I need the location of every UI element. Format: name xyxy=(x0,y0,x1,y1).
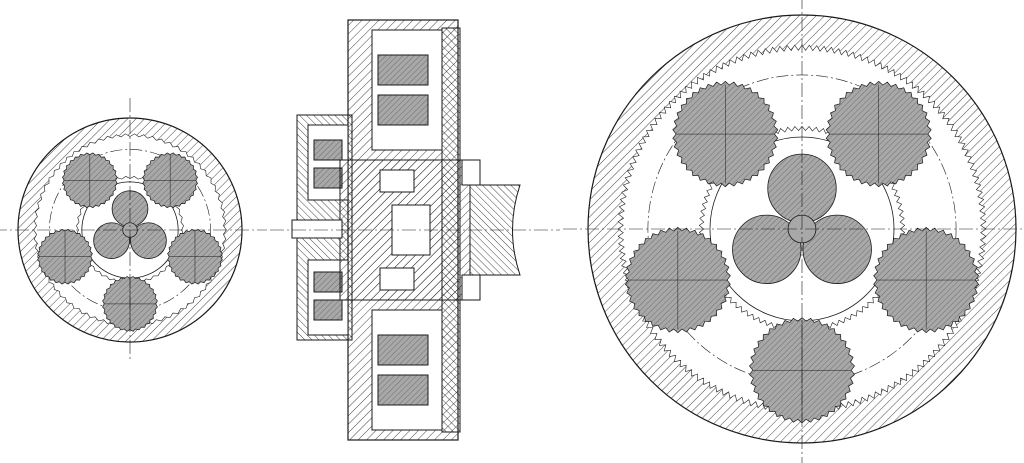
small-bearing-1 xyxy=(313,139,343,161)
sun-lobe xyxy=(802,214,872,284)
small-bearing-4 xyxy=(313,299,343,321)
output-seal-upper xyxy=(461,159,481,186)
bearing-lower-2 xyxy=(377,374,429,406)
section-view xyxy=(270,19,560,441)
planet-pin-lower xyxy=(379,267,415,291)
sun-lobe xyxy=(732,214,802,284)
output-seal-lower xyxy=(461,274,481,301)
bearing-lower-1 xyxy=(377,334,429,366)
bearing-upper-2 xyxy=(377,94,429,126)
sun-lobe xyxy=(93,222,130,259)
housing-upper-cavity xyxy=(371,29,443,151)
large-gear-front-view xyxy=(563,0,1024,463)
small-bearing-3 xyxy=(313,271,343,293)
sun-lobe xyxy=(130,222,167,259)
housing-lower-cavity xyxy=(371,309,443,431)
planet-pin-upper xyxy=(379,169,415,193)
bearing-upper-1 xyxy=(377,54,429,86)
small-bearing-2 xyxy=(313,167,343,189)
small-gear-front-view xyxy=(0,98,267,362)
input-shaft xyxy=(291,219,343,239)
